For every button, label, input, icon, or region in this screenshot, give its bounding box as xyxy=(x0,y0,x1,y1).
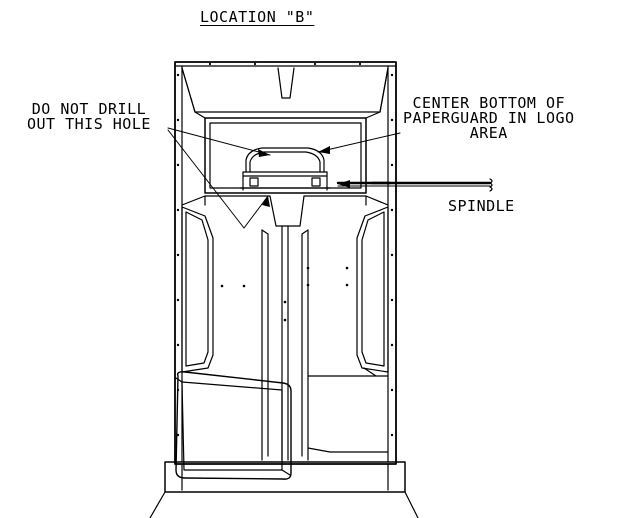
do-not-drill-line-2: OUT THIS HOLE xyxy=(27,115,151,133)
spindle xyxy=(336,178,493,192)
center-bottom-line-3: AREA xyxy=(469,124,508,142)
center-bottom-line-1: CENTER BOTTOM OF xyxy=(412,94,566,112)
hopper-bin xyxy=(175,371,292,480)
left-panel xyxy=(181,206,214,373)
lower-right-panel xyxy=(307,367,389,453)
do-not-drill-line-1: DO NOT DRILL xyxy=(31,100,147,118)
logo-area-window xyxy=(204,117,367,194)
paperguard xyxy=(239,147,331,191)
mounting-holes xyxy=(220,266,349,322)
center-bottom-callout: CENTER BOTTOM OF PAPERGUARD IN LOGO AREA xyxy=(403,96,575,141)
do-not-drill-callout: DO NOT DRILL OUT THIS HOLE xyxy=(27,102,151,132)
upper-trim xyxy=(181,195,389,227)
arrow-heads xyxy=(258,146,350,207)
cabinet-base xyxy=(149,461,419,518)
frame-rivets xyxy=(176,62,394,437)
center-column xyxy=(261,225,309,461)
spindle-label: SPINDLE xyxy=(448,197,515,215)
right-panel xyxy=(356,206,389,373)
leader-lines xyxy=(167,127,401,229)
drawing-title: LOCATION "B" xyxy=(200,8,315,26)
center-bottom-line-2: PAPERGUARD IN LOGO xyxy=(403,109,575,127)
top-header xyxy=(181,67,389,119)
